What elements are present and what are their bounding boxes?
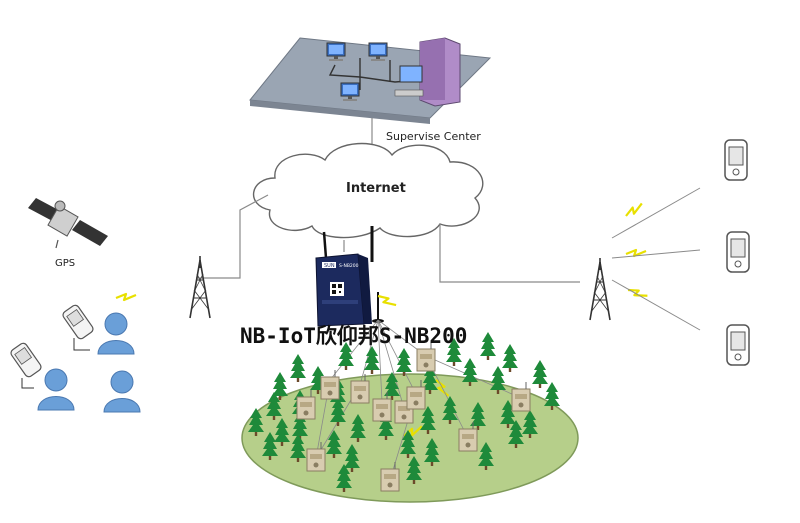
arrow-icon <box>21 378 34 389</box>
device-name-label: NB-IoT欣仰邦S-NB200 <box>240 324 468 348</box>
tree-icon <box>490 366 506 394</box>
tree-icon <box>396 348 412 376</box>
server-icon <box>394 37 461 107</box>
sensor-icon <box>511 381 531 412</box>
lightning-icon <box>114 292 138 302</box>
tree-icon <box>290 354 306 382</box>
gateway-device-icon: SUN S-NB200 <box>315 226 374 327</box>
supervise-center-label: Supervise Center <box>386 130 481 143</box>
tree-icon <box>480 332 496 360</box>
tree-icon <box>364 346 380 374</box>
phone-icon <box>724 139 748 181</box>
tower-icon <box>589 257 611 321</box>
phone-icon <box>8 341 44 379</box>
satellite-icon <box>28 198 108 249</box>
tower-icon <box>189 255 211 319</box>
sensor-icon <box>320 369 340 400</box>
phone-icon <box>726 324 750 366</box>
link-line <box>439 224 580 283</box>
person-icon <box>97 312 135 355</box>
link-line <box>196 194 269 279</box>
gateway-model: S-NB200 <box>339 263 359 269</box>
lightning-icon <box>622 201 646 219</box>
signal-line <box>611 187 701 239</box>
cloud-icon <box>252 142 484 239</box>
gps-label: GPS <box>55 258 76 269</box>
tree-icon <box>532 360 548 388</box>
signal-line <box>611 249 701 259</box>
internet-label: Internet <box>346 181 406 196</box>
tree-icon <box>462 358 478 386</box>
signal-line <box>611 279 701 331</box>
tree-icon <box>502 344 518 372</box>
supervise-center-platform <box>249 37 492 124</box>
tree-icon <box>544 382 560 410</box>
arrow-icon <box>73 338 90 351</box>
person-icon <box>103 370 141 413</box>
gateway-brand: SUN <box>324 263 335 269</box>
lightning-icon <box>375 291 398 311</box>
phone-icon <box>726 231 750 273</box>
person-icon <box>37 368 75 411</box>
phone-icon <box>60 303 96 341</box>
